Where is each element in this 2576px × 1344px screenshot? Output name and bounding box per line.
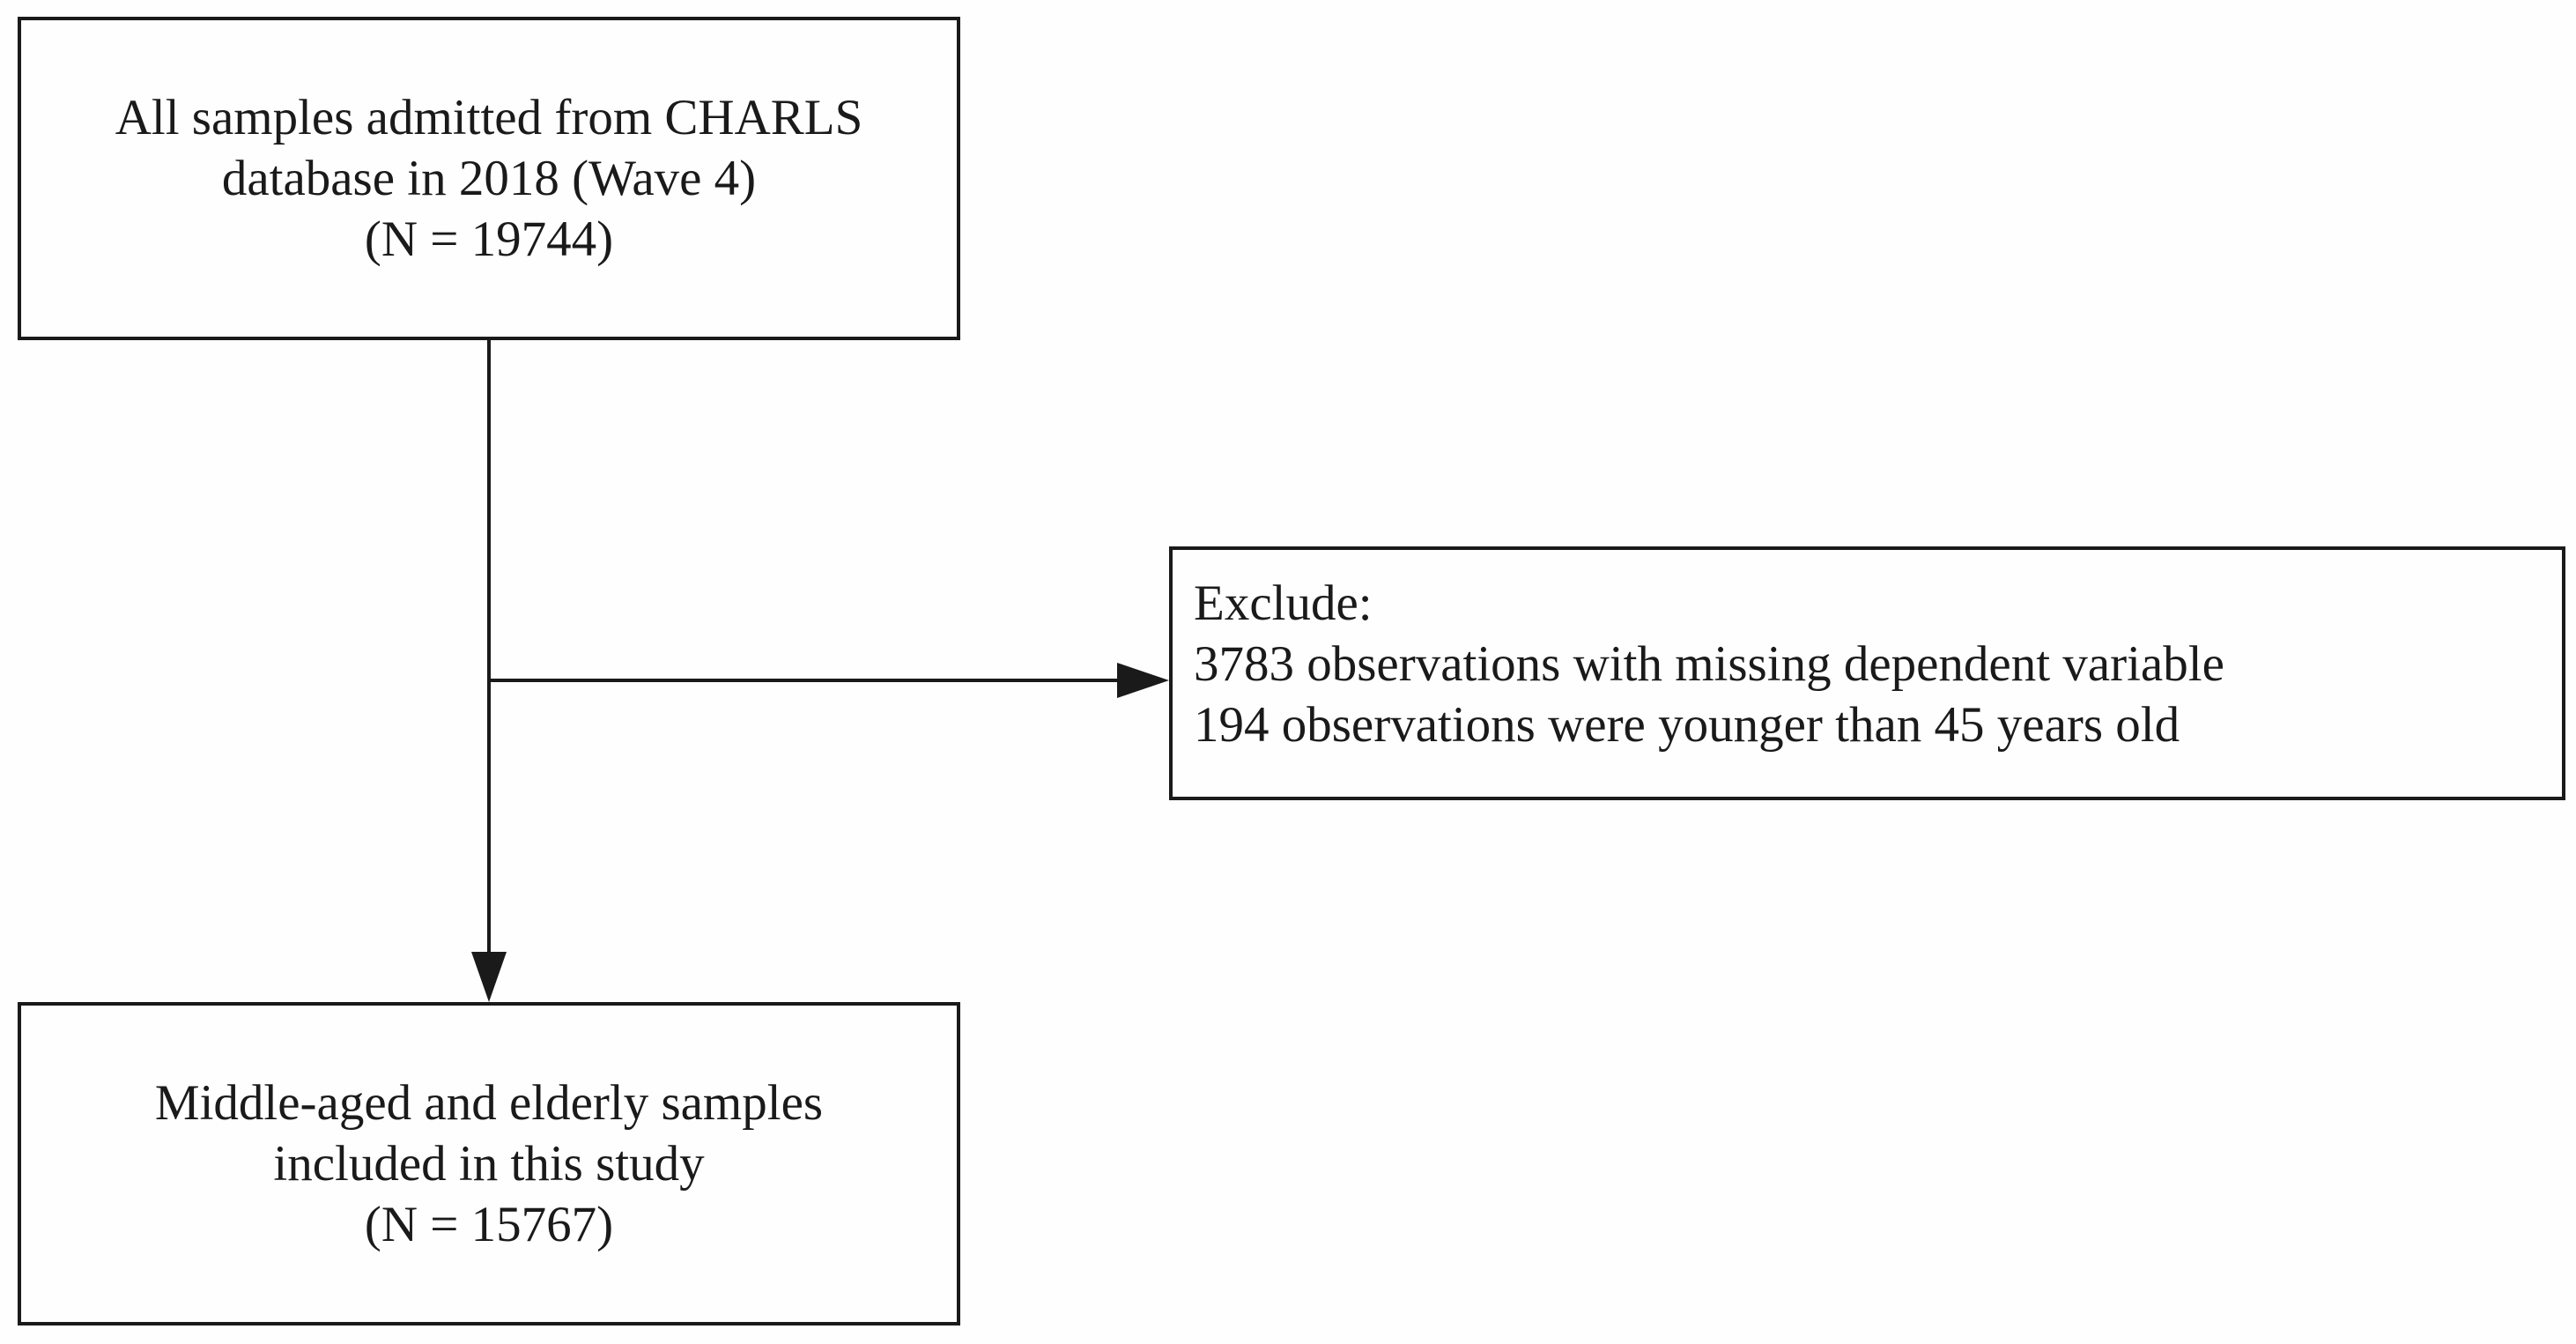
box-included-samples-line-2: included in this study [273, 1136, 705, 1192]
box-exclusions-item-1: 3783 observations with missing dependent… [1194, 636, 2224, 692]
box-included-samples-line-1: Middle-aged and elderly samples [154, 1075, 824, 1131]
box-all-samples-line-2: database in 2018 (Wave 4) [221, 151, 757, 206]
box-exclusions-heading: Exclude: [1194, 575, 1373, 631]
arrowhead-down [471, 952, 507, 1002]
arrowhead-right [1117, 663, 1169, 698]
box-all-samples-count: (N = 19744) [364, 212, 614, 267]
box-all-samples-line-1: All samples admitted from CHARLS [115, 90, 863, 145]
box-exclusions-item-2: 194 observations were younger than 45 ye… [1194, 697, 2180, 753]
box-included-samples-count: (N = 15767) [364, 1197, 614, 1252]
box-exclusions: Exclude: 3783 observations with missing … [1169, 546, 2565, 800]
box-included-samples: Middle-aged and elderly samples included… [18, 1002, 960, 1325]
box-all-samples: All samples admitted from CHARLS databas… [18, 17, 960, 340]
